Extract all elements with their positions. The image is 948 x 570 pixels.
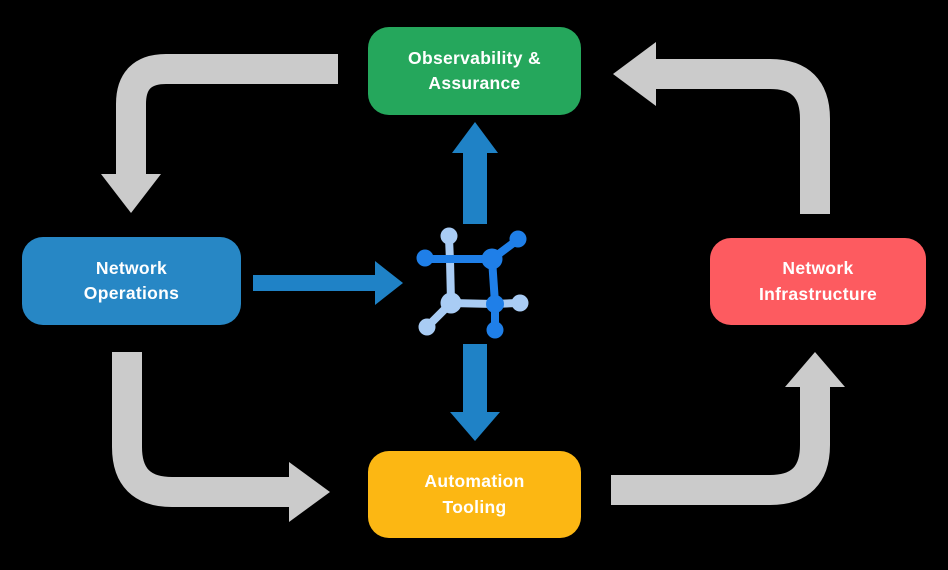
flow-arrowhead-right-icon	[375, 261, 403, 305]
node-network-infrastructure: Network Infrastructure	[710, 238, 926, 325]
arrowhead-down-icon	[101, 174, 161, 213]
icon-light-dots	[418, 227, 529, 336]
arrowhead-left-icon	[613, 42, 656, 106]
flow-arrowhead-down-icon	[450, 412, 500, 441]
flow-arrow-center-to-automation-shaft	[463, 344, 487, 414]
flow-arrowhead-up-icon	[452, 122, 498, 153]
cycle-arrow-shafts	[112, 54, 830, 507]
icon-dark-dots	[416, 230, 527, 339]
cycle-arrow-automation-to-infrastructure	[611, 385, 830, 505]
node-label: Network Operations	[83, 257, 180, 303]
cycle-arrowheads	[101, 42, 845, 522]
node-network-operations: Network Operations	[22, 237, 241, 325]
icon-junction-dot	[481, 248, 503, 270]
flow-arrow-operations-to-center-shaft	[253, 275, 377, 291]
network-fabric-icon	[416, 227, 529, 339]
node-label: Observability & Assurance	[408, 47, 541, 93]
cycle-arrow-observability-to-operations	[116, 54, 338, 176]
cycle-arrow-infrastructure-to-observability	[653, 59, 830, 214]
node-automation-tooling: Automation Tooling	[368, 451, 581, 538]
icon-dot	[416, 249, 434, 267]
node-label: Network Infrastructure	[759, 258, 877, 304]
icon-dot	[440, 227, 458, 245]
icon-dot	[486, 321, 504, 339]
icon-dot	[509, 230, 527, 248]
cycle-arrow-operations-to-automation	[112, 352, 291, 507]
flow-arrow-center-to-observability-shaft	[463, 151, 487, 224]
node-observability-assurance: Observability & Assurance	[368, 27, 581, 115]
icon-dot	[418, 318, 436, 336]
flow-arrows	[253, 122, 500, 441]
icon-dot	[511, 294, 529, 312]
arrowhead-up-icon	[785, 352, 845, 387]
icon-junction-dot	[486, 295, 504, 313]
node-label: Automation Tooling	[424, 471, 525, 517]
icon-junction-dot	[440, 292, 462, 314]
arrowhead-right-icon	[289, 462, 330, 522]
